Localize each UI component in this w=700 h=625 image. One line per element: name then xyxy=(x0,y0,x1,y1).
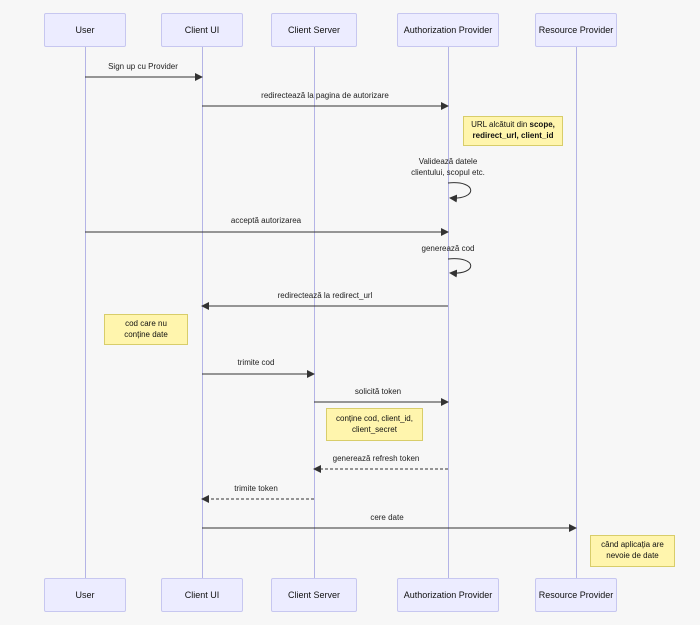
actor-client-ui-top: Client UI xyxy=(161,13,243,47)
note-url-bold2: redirect_url, client_id xyxy=(472,130,554,140)
note-url-bold1: scope, xyxy=(529,120,555,129)
note-url-prefix: URL alcătuit din xyxy=(471,120,530,129)
label-send-token: trimite token xyxy=(234,484,278,493)
actor-resource-provider-bottom: Resource Provider xyxy=(535,578,617,612)
note-app-needs-data: când aplicația are nevoie de date xyxy=(590,535,675,567)
label-generate-code: generează cod xyxy=(421,244,475,253)
lifeline-user xyxy=(85,47,86,578)
label-redirect-auth: redirectează la pagina de autorizare xyxy=(261,91,389,100)
note-code-line2: conține date xyxy=(124,329,168,339)
label-request-token: solicită token xyxy=(354,387,402,396)
label-request-data: cere date xyxy=(370,513,404,522)
note-app-line2: nevoie de date xyxy=(606,551,659,560)
label-sign-up: Sign up cu Provider xyxy=(108,62,178,71)
lifeline-resource-provider xyxy=(576,47,577,578)
actor-user-bottom: User xyxy=(44,578,126,612)
label-redirect-url: redirectează la redirect_url xyxy=(277,291,373,300)
lifeline-authorization-provider xyxy=(448,47,449,578)
arrow-generate-code-self xyxy=(447,258,472,278)
label-validate: Validează datele clientului, scopul etc. xyxy=(411,156,485,178)
actor-client-server-top: Client Server xyxy=(271,13,357,47)
actor-resource-provider-top: Resource Provider xyxy=(535,13,617,47)
label-refresh-token: generează refresh token xyxy=(332,454,420,463)
actor-user-top: User xyxy=(44,13,126,47)
label-validate-line2: clientului, scopul etc. xyxy=(411,168,485,178)
actor-authorization-provider-bottom: Authorization Provider xyxy=(397,578,499,612)
note-token-contents: conține cod, client_id, client_secret xyxy=(326,408,423,441)
actor-client-server-bottom: Client Server xyxy=(271,578,357,612)
note-code-line1: cod care nu xyxy=(125,318,167,328)
lifeline-client-server xyxy=(314,47,315,578)
note-code-no-data: cod care nu conține date xyxy=(104,314,188,345)
note-token-line2: client_secret xyxy=(352,424,397,434)
label-send-code: trimite cod xyxy=(237,358,275,367)
lifeline-client-ui xyxy=(202,47,203,578)
note-token-line1: conține cod, client_id, xyxy=(336,413,413,423)
label-validate-line1: Validează datele xyxy=(418,157,478,166)
actor-authorization-provider-top: Authorization Provider xyxy=(397,13,499,47)
arrow-validate-self xyxy=(447,182,472,203)
note-url-composition: URL alcătuit din scope, redirect_url, cl… xyxy=(463,116,563,146)
label-accept-auth: acceptă autorizarea xyxy=(230,216,302,225)
note-app-line1: când aplicația are xyxy=(601,540,664,550)
actor-client-ui-bottom: Client UI xyxy=(161,578,243,612)
